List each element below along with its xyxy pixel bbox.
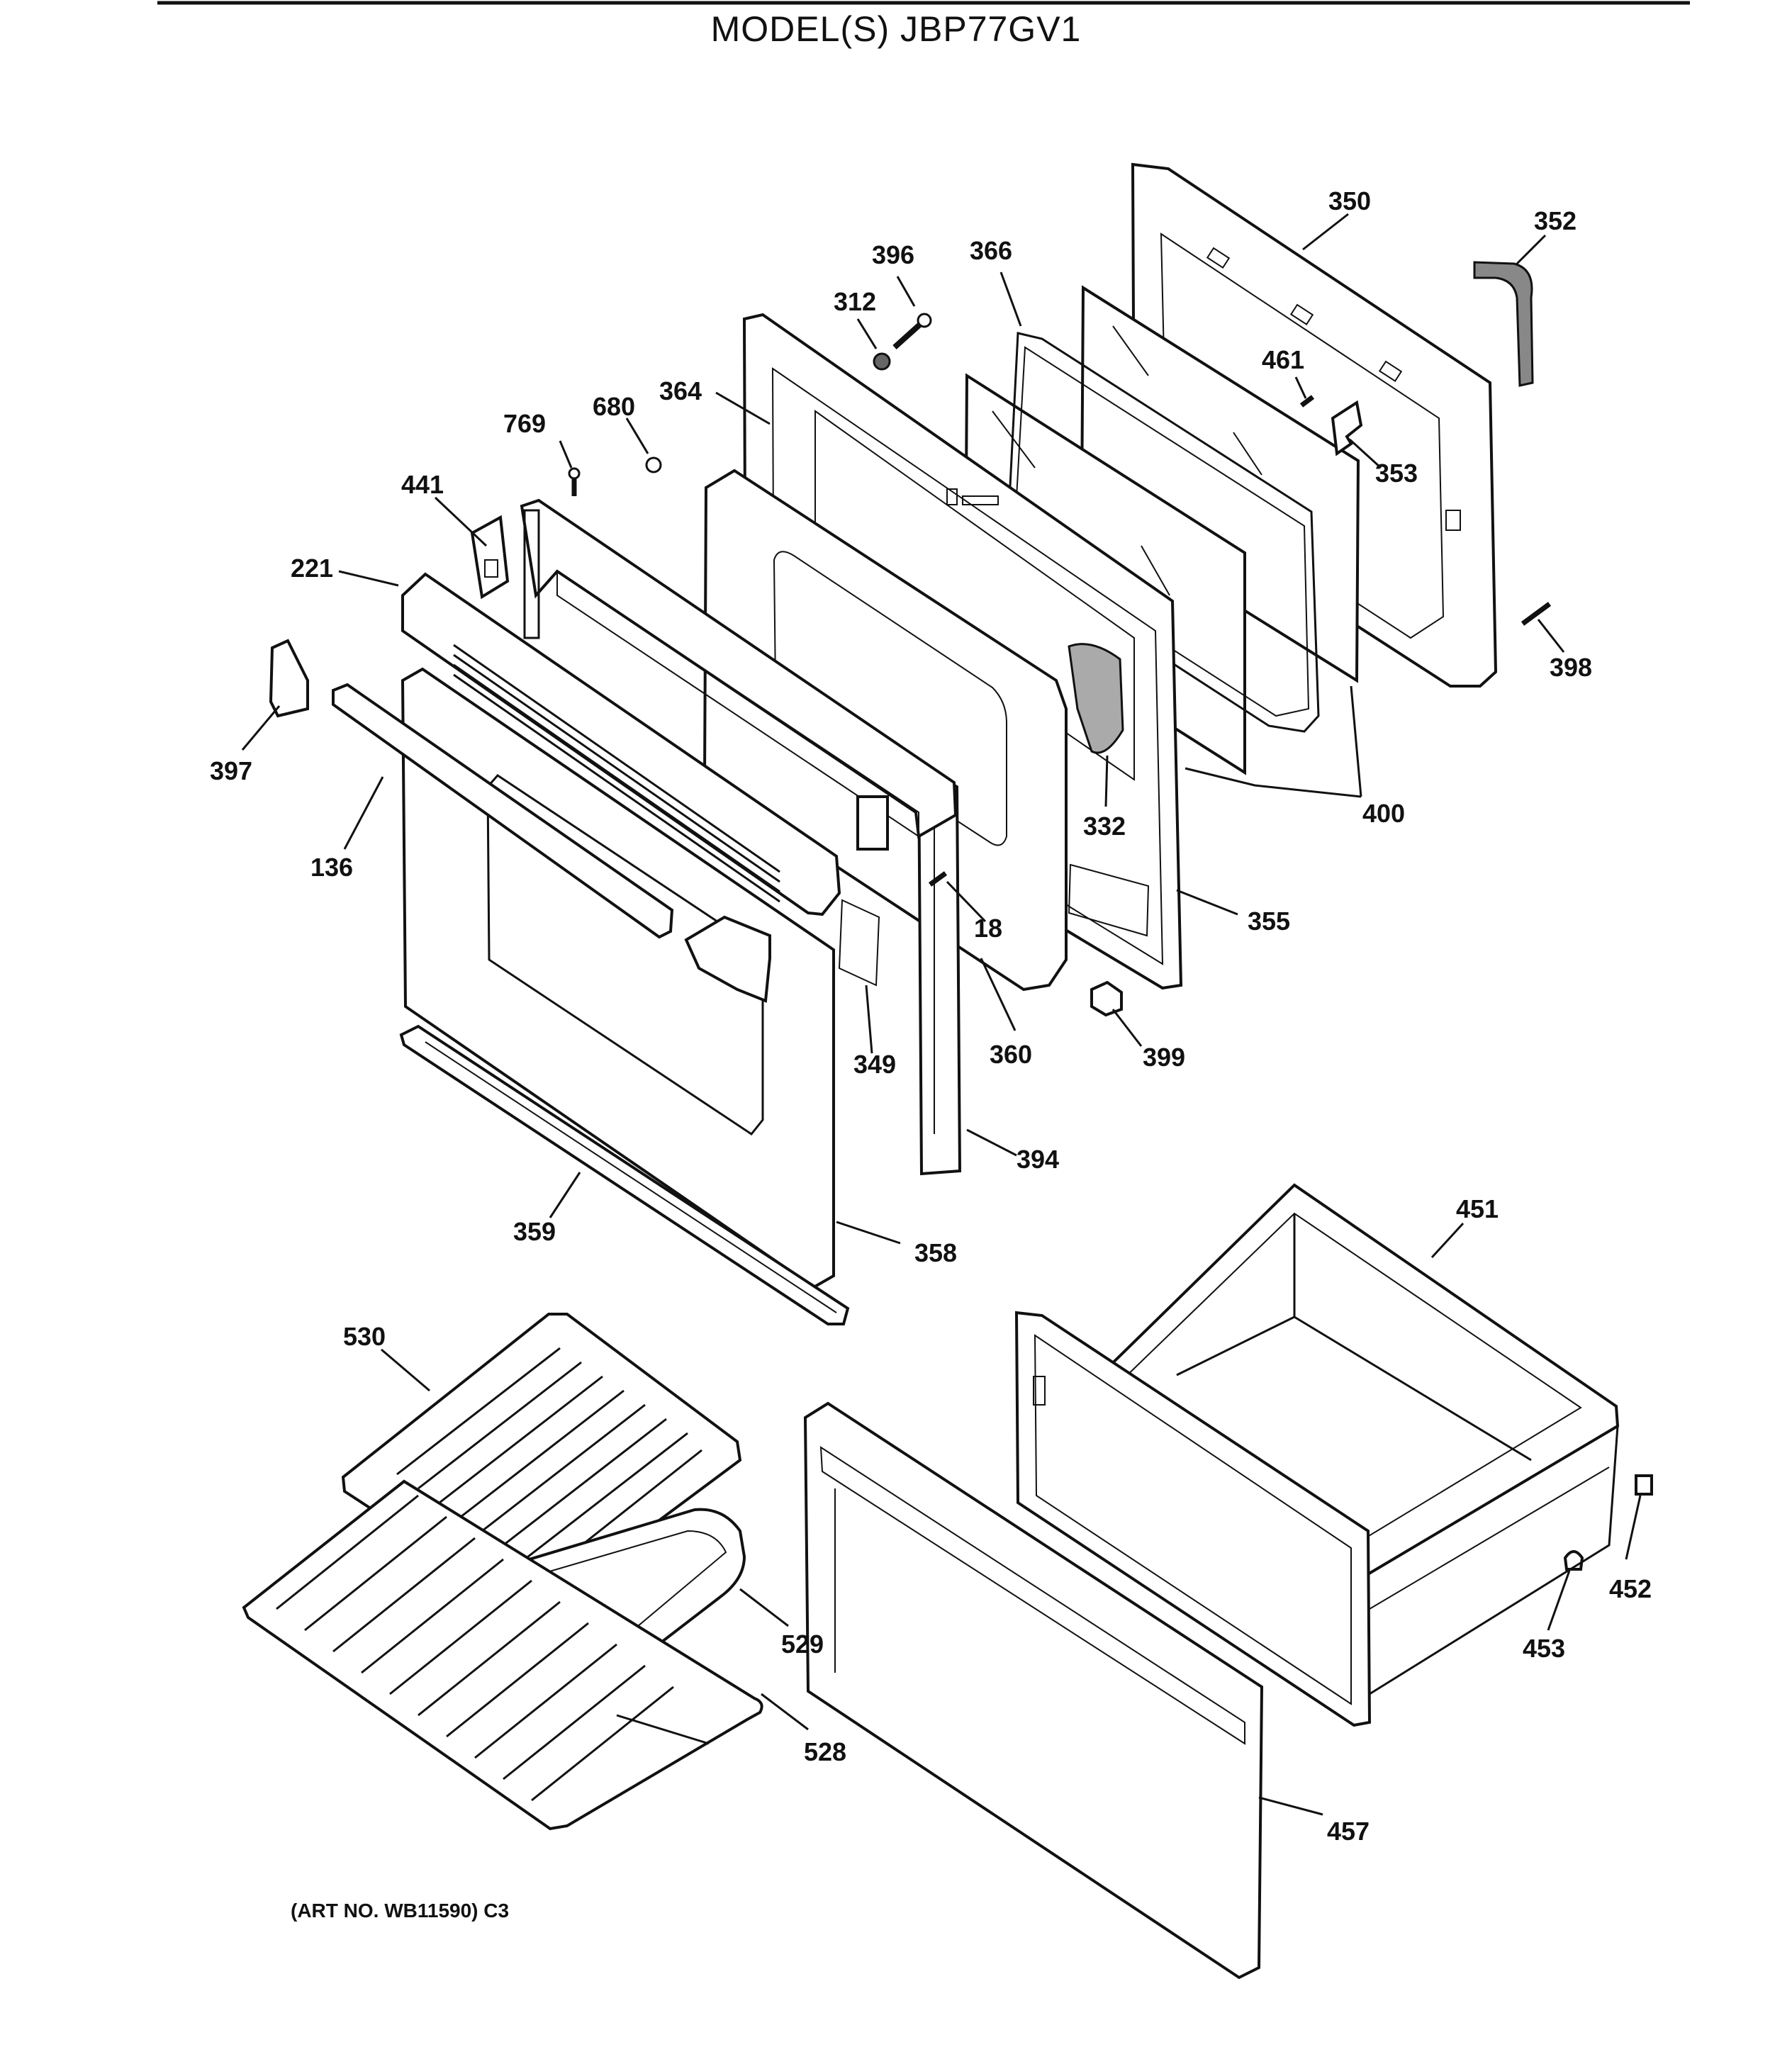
part-221-vent-panel <box>401 572 841 916</box>
callout-680: 680 <box>593 392 635 421</box>
part-397-hinge-receiver <box>269 639 309 718</box>
part-364-inner-frame <box>520 498 958 851</box>
callout-332: 332 <box>1083 812 1126 841</box>
art-number: (ART NO. WB11590) C3 <box>291 1900 510 1922</box>
callout-453: 453 <box>1523 1634 1565 1663</box>
callout-353: 353 <box>1375 459 1418 488</box>
part-359-bottom-trim <box>399 1024 850 1325</box>
callout-397: 397 <box>210 756 252 785</box>
callout-451: 451 <box>1456 1194 1499 1223</box>
callout-358: 358 <box>914 1238 957 1267</box>
callout-396: 396 <box>872 240 914 269</box>
part-528-oven-rack <box>242 1479 763 1831</box>
callout-530: 530 <box>343 1322 386 1351</box>
callout-399: 399 <box>1143 1043 1185 1072</box>
callout-360: 360 <box>990 1040 1032 1069</box>
callout-769: 769 <box>503 409 546 438</box>
callout-136: 136 <box>310 853 353 882</box>
callout-364: 364 <box>659 376 702 405</box>
callout-461: 461 <box>1262 345 1304 374</box>
callout-366: 366 <box>970 236 1012 265</box>
callout-349: 349 <box>853 1050 896 1079</box>
part-352-gasket <box>1473 261 1534 387</box>
part-136-handle <box>332 683 771 1003</box>
callout-400: 400 <box>1362 799 1405 828</box>
part-349-insulation <box>838 899 880 987</box>
callout-529: 529 <box>781 1630 824 1659</box>
small-hardware <box>568 313 1653 1571</box>
callout-394: 394 <box>1017 1145 1059 1174</box>
callout-350: 350 <box>1328 186 1371 215</box>
callout-312: 312 <box>834 287 876 316</box>
callout-398: 398 <box>1550 653 1592 682</box>
callout-labels: 350 352 396 366 312 461 680 364 769 353 … <box>210 186 1652 1846</box>
leader-lines <box>241 213 1642 1816</box>
part-441-hinge <box>470 515 510 600</box>
callout-18: 18 <box>974 914 1002 943</box>
part-457-drawer-front <box>803 1401 1264 1980</box>
part-332-insulation <box>1068 643 1124 754</box>
part-451-drawer-box <box>1014 1183 1620 1727</box>
callout-355: 355 <box>1248 907 1290 936</box>
callout-352: 352 <box>1534 206 1577 235</box>
callout-441: 441 <box>401 470 444 499</box>
callout-359: 359 <box>513 1217 556 1246</box>
callout-457: 457 <box>1327 1817 1370 1846</box>
callout-528: 528 <box>804 1737 846 1766</box>
callout-452: 452 <box>1609 1574 1652 1603</box>
diagram-title: MODEL(S) JBP77GV1 <box>710 9 1082 49</box>
callout-221: 221 <box>291 554 333 583</box>
